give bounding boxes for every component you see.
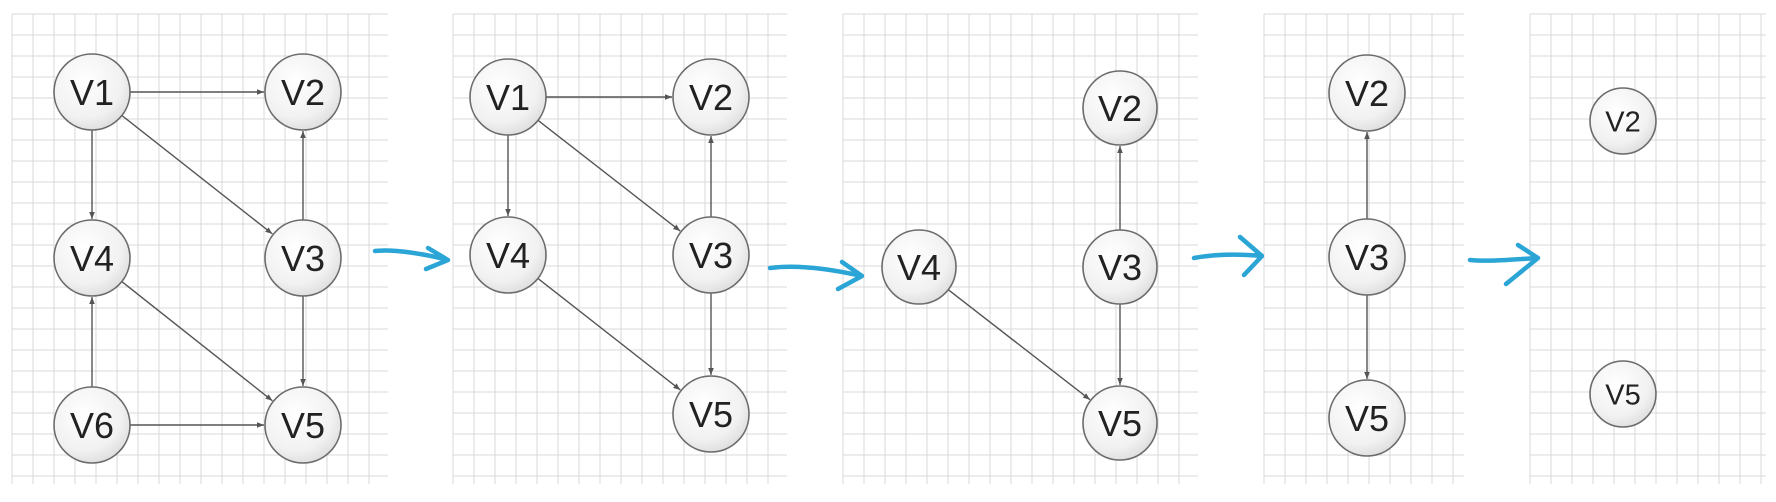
node-label: V5	[281, 405, 325, 446]
node-v2: V2	[1589, 87, 1657, 155]
node-label: V2	[1605, 106, 1640, 138]
node-v5: V5	[1589, 360, 1657, 428]
node-v3: V3	[672, 216, 750, 294]
transition-arrow-2	[767, 259, 865, 292]
node-v5: V5	[264, 386, 342, 464]
node-label: V5	[1098, 403, 1142, 444]
node-label: V3	[281, 238, 325, 279]
transition-arrow-3	[1191, 234, 1265, 278]
node-v6: V6	[53, 386, 131, 464]
node-v3: V3	[264, 219, 342, 297]
node-v4: V4	[881, 229, 957, 305]
node-v5: V5	[1328, 379, 1406, 457]
node-label: V3	[1098, 247, 1142, 288]
node-label: V5	[689, 394, 733, 435]
node-v2: V2	[1082, 70, 1158, 146]
node-v4: V4	[469, 216, 547, 294]
node-label: V4	[486, 235, 530, 276]
node-v1: V1	[469, 58, 547, 136]
node-label: V3	[1345, 237, 1389, 278]
node-v5: V5	[672, 375, 750, 453]
node-label: V1	[70, 72, 114, 113]
node-v3: V3	[1328, 218, 1406, 296]
node-label: V1	[486, 77, 530, 118]
node-label: V5	[1345, 398, 1389, 439]
edge-v1-v3	[537, 119, 681, 232]
node-v3: V3	[1082, 229, 1158, 305]
node-v4: V4	[53, 219, 131, 297]
node-label: V2	[1345, 73, 1389, 114]
node-v2: V2	[1328, 54, 1406, 132]
node-v2: V2	[672, 58, 750, 136]
node-label: V4	[897, 247, 941, 288]
edge-v1-v3	[121, 114, 273, 235]
node-label: V4	[70, 238, 114, 279]
edge-v4-v5	[947, 289, 1091, 401]
node-v2: V2	[264, 53, 342, 131]
edge-v4-v5	[121, 281, 273, 402]
transition-arrow-1	[372, 245, 451, 272]
node-label: V2	[1098, 88, 1142, 129]
node-label: V6	[70, 405, 114, 446]
transition-arrow-4	[1467, 242, 1541, 287]
edge-v4-v5	[537, 277, 681, 391]
node-label: V2	[281, 72, 325, 113]
node-label: V2	[689, 77, 733, 118]
node-v1: V1	[53, 53, 131, 131]
node-label: V5	[1605, 379, 1640, 411]
node-v5: V5	[1082, 385, 1158, 461]
node-label: V3	[689, 235, 733, 276]
